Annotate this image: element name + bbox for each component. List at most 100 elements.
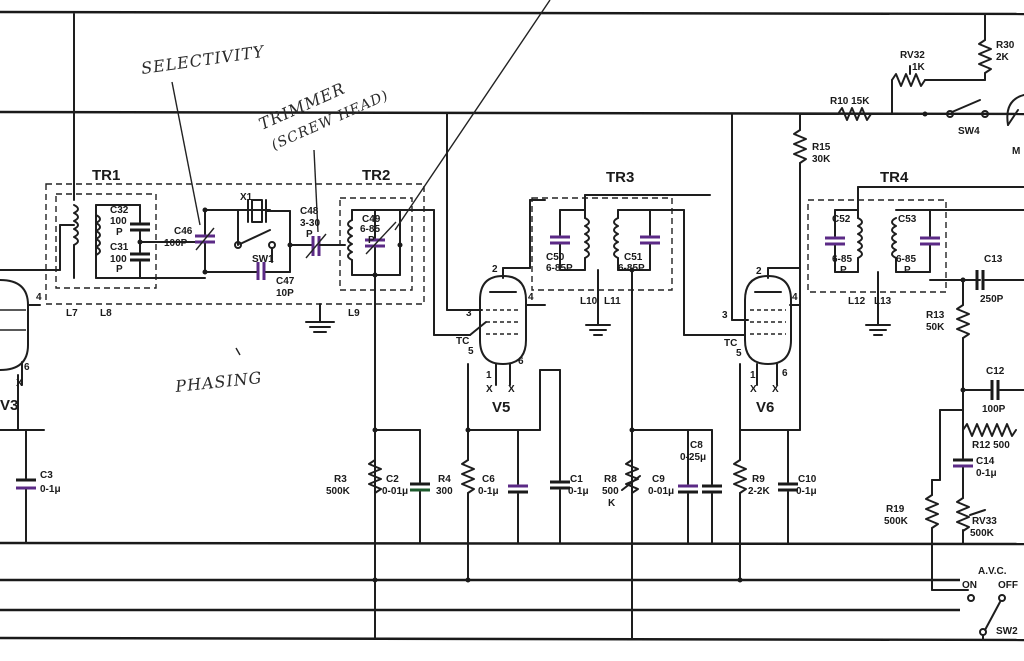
c51-value: 6-85P [618, 263, 645, 274]
v6-heater-x1: X [750, 384, 757, 395]
r19-value: 500K [884, 516, 909, 527]
tr4-label: TR4 [880, 169, 909, 186]
v5-pin-5: 5 [468, 346, 474, 357]
r13-label: R13 [926, 310, 945, 321]
r30-value: 2K [996, 52, 1010, 63]
v6-label: V6 [756, 399, 774, 416]
c3-value: 0-1μ [40, 484, 61, 495]
c2-value: 0-01μ [382, 486, 408, 497]
v6-pin-4: 4 [792, 292, 798, 303]
c52-label: C52 [832, 214, 851, 225]
v6-pin-6: 6 [782, 368, 788, 379]
v5-label: V5 [492, 399, 510, 416]
c46-label: C46 [174, 226, 193, 237]
r8-unit: K [608, 498, 616, 509]
c53-unit: P [904, 265, 911, 276]
c31-unit: P [116, 264, 123, 275]
sw1-label: SW1 [252, 254, 274, 265]
c2-label: C2 [386, 474, 399, 485]
c48-value: 3-30 [300, 218, 320, 229]
rv32-label: RV32 [900, 50, 925, 61]
c32-value: 100 [110, 216, 127, 227]
labels: SELECTIVITY TRIMMER (SCREW HEAD) PHASING… [0, 40, 1020, 637]
sw4-label: SW4 [958, 126, 980, 137]
c31-label: C31 [110, 242, 129, 253]
c48-label: C48 [300, 206, 319, 217]
meter-control [799, 13, 1024, 126]
l13-label: L13 [874, 296, 892, 307]
c32-unit: P [116, 227, 123, 238]
c51-label: C51 [624, 252, 643, 263]
v3-pin-6: 6 [24, 362, 30, 373]
rv33-label: RV33 [972, 516, 997, 527]
tr3-label: TR3 [606, 169, 634, 186]
c53-value: 6-85 [896, 254, 916, 265]
c46-value: 100P [164, 238, 188, 249]
c47-label: C47 [276, 276, 295, 287]
annotation-phasing: PHASING [173, 368, 263, 396]
sw2-label: SW2 [996, 626, 1018, 637]
v3-label: V3 [0, 397, 18, 414]
v5-pin-2: 2 [492, 264, 498, 275]
c10-label: C10 [798, 474, 817, 485]
c31-value: 100 [110, 254, 127, 265]
x1-label: X1 [240, 192, 253, 203]
r3-value: 500K [326, 486, 351, 497]
v5-pin-tc: TC [456, 336, 469, 347]
v5-pin-3: 3 [466, 308, 472, 319]
detector-avc-section [925, 270, 1024, 641]
r10-label: R10 15K [830, 96, 870, 107]
l11-label: L11 [604, 296, 621, 307]
c13-value: 250P [980, 294, 1004, 305]
c3-label: C3 [40, 470, 53, 481]
valve-v6 [731, 113, 807, 431]
c1-label: C1 [570, 474, 583, 485]
valve-v3 [0, 279, 45, 544]
r13-value: 50K [926, 322, 945, 333]
c6-label: C6 [482, 474, 495, 485]
annotation-arrows [171, 0, 551, 356]
c12-label: C12 [986, 366, 1005, 377]
v6-pin-tc: TC [724, 338, 737, 349]
c52-value: 6-85 [832, 254, 852, 265]
c8-label: C8 [690, 440, 703, 451]
c9-label: C9 [652, 474, 665, 485]
v6-pin-3: 3 [722, 310, 728, 321]
v3-heater-x: X [16, 378, 23, 389]
c8-value: 0-25μ [680, 452, 706, 463]
c13-label: C13 [984, 254, 1003, 265]
c47-value: 10P [276, 288, 294, 299]
tr2-label: TR2 [362, 167, 390, 184]
avc-on-label: ON [962, 580, 977, 591]
c52-unit: P [840, 265, 847, 276]
l12-label: L12 [848, 296, 866, 307]
c48-unit: P [306, 229, 313, 240]
c9-value: 0-01μ [648, 486, 674, 497]
r8-value: 500 [602, 486, 619, 497]
meter-label: M [1012, 146, 1020, 157]
r3-label: R3 [334, 474, 347, 485]
tr2-block [339, 197, 471, 639]
decoupling-network [368, 427, 798, 583]
v5-pin-4: 4 [528, 292, 534, 303]
avc-off-label: OFF [998, 580, 1018, 591]
c49-label: C49 [362, 214, 381, 225]
c49-value: 6-85 [360, 224, 380, 235]
c53-label: C53 [898, 214, 917, 225]
tr4-block [807, 186, 1024, 336]
l9-label: L9 [348, 308, 360, 319]
valve-v5 [446, 113, 561, 481]
tr3-block [531, 194, 746, 639]
c50-value: 6-85P [546, 263, 573, 274]
rv32-value: 1K [912, 62, 926, 73]
r4-label: R4 [438, 474, 451, 485]
avc-label: A.V.C. [978, 566, 1007, 577]
r9-value: 2-2K [748, 486, 770, 497]
v5-pin-6: 6 [518, 356, 524, 367]
tr1-label: TR1 [92, 167, 120, 184]
v5-heater-x1: X [486, 384, 493, 395]
r4-value: 300 [436, 486, 453, 497]
v5-heater-x2: X [508, 384, 515, 395]
r8-label: R8 [604, 474, 617, 485]
c32-label: C32 [110, 205, 129, 216]
